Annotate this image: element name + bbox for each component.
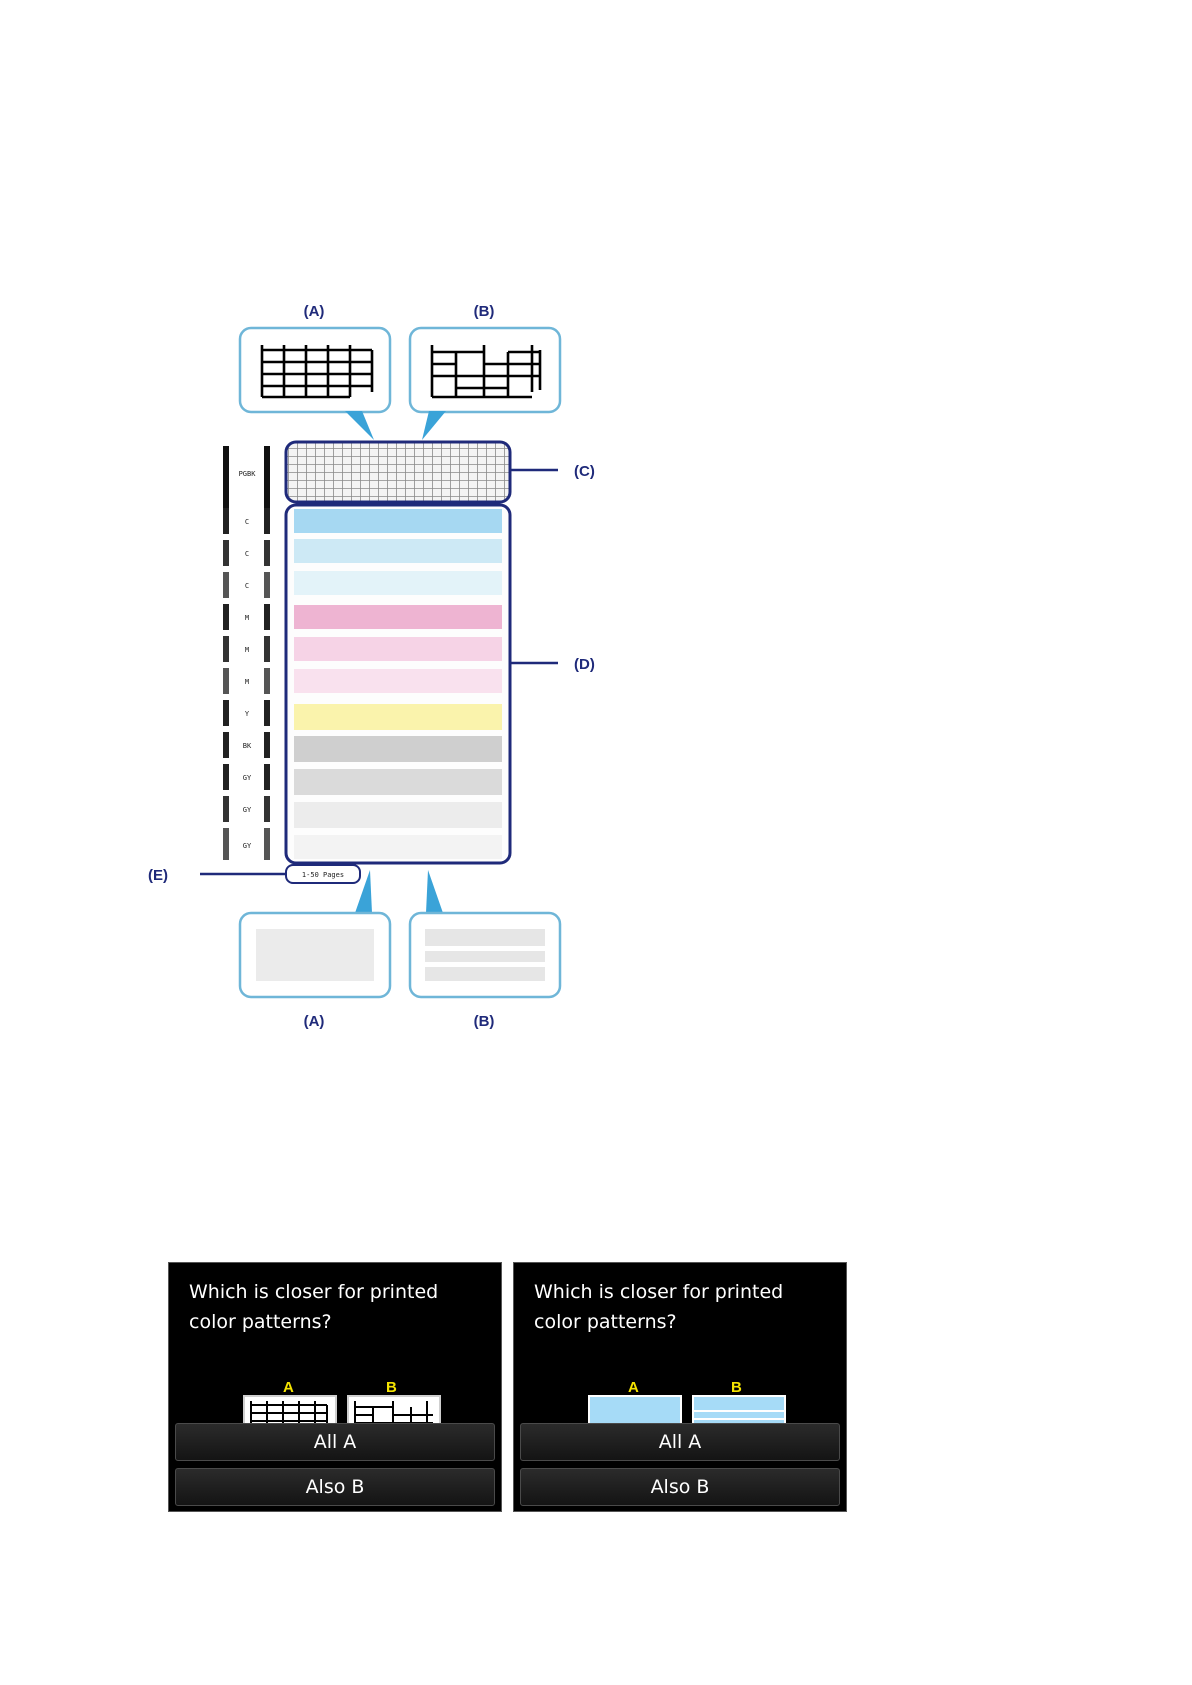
option-a-label: A <box>283 1379 294 1396</box>
pattern-colors-d <box>286 505 510 863</box>
pattern-grid-c <box>286 442 510 502</box>
question-line-2: color patterns? <box>534 1307 824 1337</box>
lcd-screen-color-pattern: Which is closer for printed color patter… <box>513 1262 847 1512</box>
all-a-button[interactable]: All A <box>175 1423 495 1461</box>
all-a-button[interactable]: All A <box>520 1423 840 1461</box>
nozzle-label-c2: C <box>245 550 249 558</box>
question-line-2: color patterns? <box>189 1307 479 1337</box>
callout-top-b-label: (B) <box>474 303 495 320</box>
nozzle-label-m1: M <box>245 614 249 622</box>
option-b-label: B <box>731 1379 742 1396</box>
nozzle-label-gy1: GY <box>243 774 252 782</box>
nozzle-label-pgbk: PGBK <box>239 470 257 478</box>
callout-bottom-a-label: (A) <box>304 1013 325 1030</box>
nozzle-label-y: Y <box>245 710 250 718</box>
callout-bottom-b-label: (B) <box>474 1013 495 1030</box>
nozzle-label-c3: C <box>245 582 249 590</box>
callout-bottom-a <box>240 870 390 997</box>
nozzle-label-column: PGBK C C C M M M Y BK GY GY GY <box>223 446 270 860</box>
option-b-label: B <box>386 1379 397 1396</box>
callout-bottom-b <box>410 870 560 997</box>
lcd-screen-black-pattern: Which is closer for printed color patter… <box>168 1262 502 1512</box>
question-text: Which is closer for printed color patter… <box>534 1277 824 1337</box>
label-d: (D) <box>574 656 595 673</box>
nozzle-check-diagram: (A) (B) PGBK C C C M M M <box>0 0 1192 1100</box>
nozzle-label-m2: M <box>245 646 249 654</box>
callout-top-a-label: (A) <box>304 303 325 320</box>
page-range-e: 1-50 Pages <box>286 865 360 883</box>
question-line-1: Which is closer for printed <box>189 1277 479 1307</box>
question-line-1: Which is closer for printed <box>534 1277 824 1307</box>
nozzle-label-m3: M <box>245 678 249 686</box>
callout-top-a <box>240 328 390 440</box>
option-a-label: A <box>628 1379 639 1396</box>
also-b-button[interactable]: Also B <box>175 1468 495 1506</box>
callout-top-b <box>410 328 560 440</box>
nozzle-label-gy2: GY <box>243 806 252 814</box>
also-b-button[interactable]: Also B <box>520 1468 840 1506</box>
label-e: (E) <box>148 867 168 884</box>
nozzle-label-c1: C <box>245 518 249 526</box>
nozzle-label-bk: BK <box>243 742 252 750</box>
page-range-text: 1-50 Pages <box>302 871 344 879</box>
label-c: (C) <box>574 463 595 480</box>
nozzle-label-gy3: GY <box>243 842 252 850</box>
question-text: Which is closer for printed color patter… <box>189 1277 479 1337</box>
